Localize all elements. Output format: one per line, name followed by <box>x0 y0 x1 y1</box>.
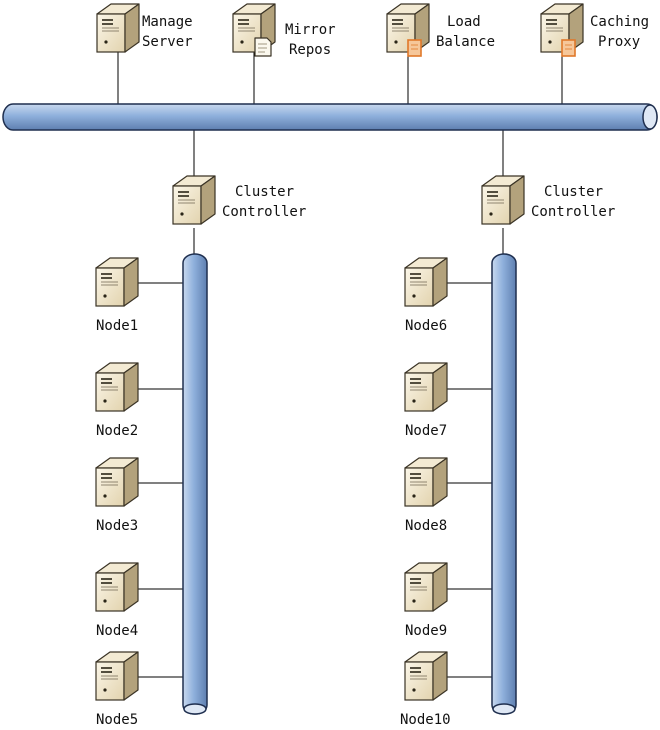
node-label: Node5 <box>96 712 138 728</box>
server-icon <box>95 457 139 507</box>
server-label-line1: Caching <box>590 14 649 30</box>
server-icon <box>404 457 448 507</box>
controller-label-line1: Cluster <box>544 184 603 200</box>
cluster-controller-2: Cluster Controller <box>481 175 615 225</box>
controller-label-line2: Controller <box>222 204 306 220</box>
node-2: Node2 <box>95 362 139 439</box>
top-server-manage: Manage Server <box>96 3 193 53</box>
node-label: Node8 <box>405 518 447 534</box>
server-with-orange-panel-icon <box>541 4 583 56</box>
cluster-2-bus <box>491 253 517 715</box>
node-1: Node1 <box>95 257 139 334</box>
node-6: Node6 <box>404 257 448 334</box>
server-icon <box>95 651 139 701</box>
node-label: Node10 <box>400 712 451 728</box>
top-server-load-balance: Load Balance <box>387 4 495 56</box>
node-label: Node2 <box>96 423 138 439</box>
server-label-line2: Proxy <box>598 34 640 50</box>
node-3: Node3 <box>95 457 139 534</box>
server-label-line1: Mirror <box>285 22 336 38</box>
server-icon <box>404 257 448 307</box>
node-5: Node5 <box>95 651 139 728</box>
server-icon <box>404 562 448 612</box>
server-icon <box>95 257 139 307</box>
node-label: Node3 <box>96 518 138 534</box>
server-with-orange-panel-icon <box>387 4 429 56</box>
server-label-line2: Repos <box>289 42 331 58</box>
node-label: Node4 <box>96 623 138 639</box>
server-with-document-icon <box>233 4 275 56</box>
node-9: Node9 <box>404 562 448 639</box>
server-label-line1: Load <box>447 14 481 30</box>
controller-label-line1: Cluster <box>235 184 294 200</box>
connector-lines <box>117 50 563 678</box>
server-icon <box>481 175 525 225</box>
server-icon <box>95 362 139 412</box>
server-icon <box>404 651 448 701</box>
controller-label-line2: Controller <box>531 204 615 220</box>
node-label: Node7 <box>405 423 447 439</box>
node-10: Node10 <box>400 651 451 728</box>
server-icon <box>172 175 216 225</box>
node-label: Node9 <box>405 623 447 639</box>
cluster-1-bus <box>182 253 208 715</box>
server-icon <box>96 3 140 53</box>
top-server-mirror: Mirror Repos <box>233 4 336 58</box>
node-label: Node1 <box>96 318 138 334</box>
server-label-line2: Balance <box>436 34 495 50</box>
server-label-line2: Server <box>142 34 193 50</box>
top-server-caching-proxy: Caching Proxy <box>541 4 649 56</box>
cluster-controller-1: Cluster Controller <box>172 175 306 225</box>
node-8: Node8 <box>404 457 448 534</box>
node-7: Node7 <box>404 362 448 439</box>
server-icon <box>404 362 448 412</box>
server-icon <box>95 562 139 612</box>
node-4: Node4 <box>95 562 139 639</box>
node-label: Node6 <box>405 318 447 334</box>
server-label-line1: Manage <box>142 14 193 30</box>
backbone-bus <box>2 103 658 131</box>
